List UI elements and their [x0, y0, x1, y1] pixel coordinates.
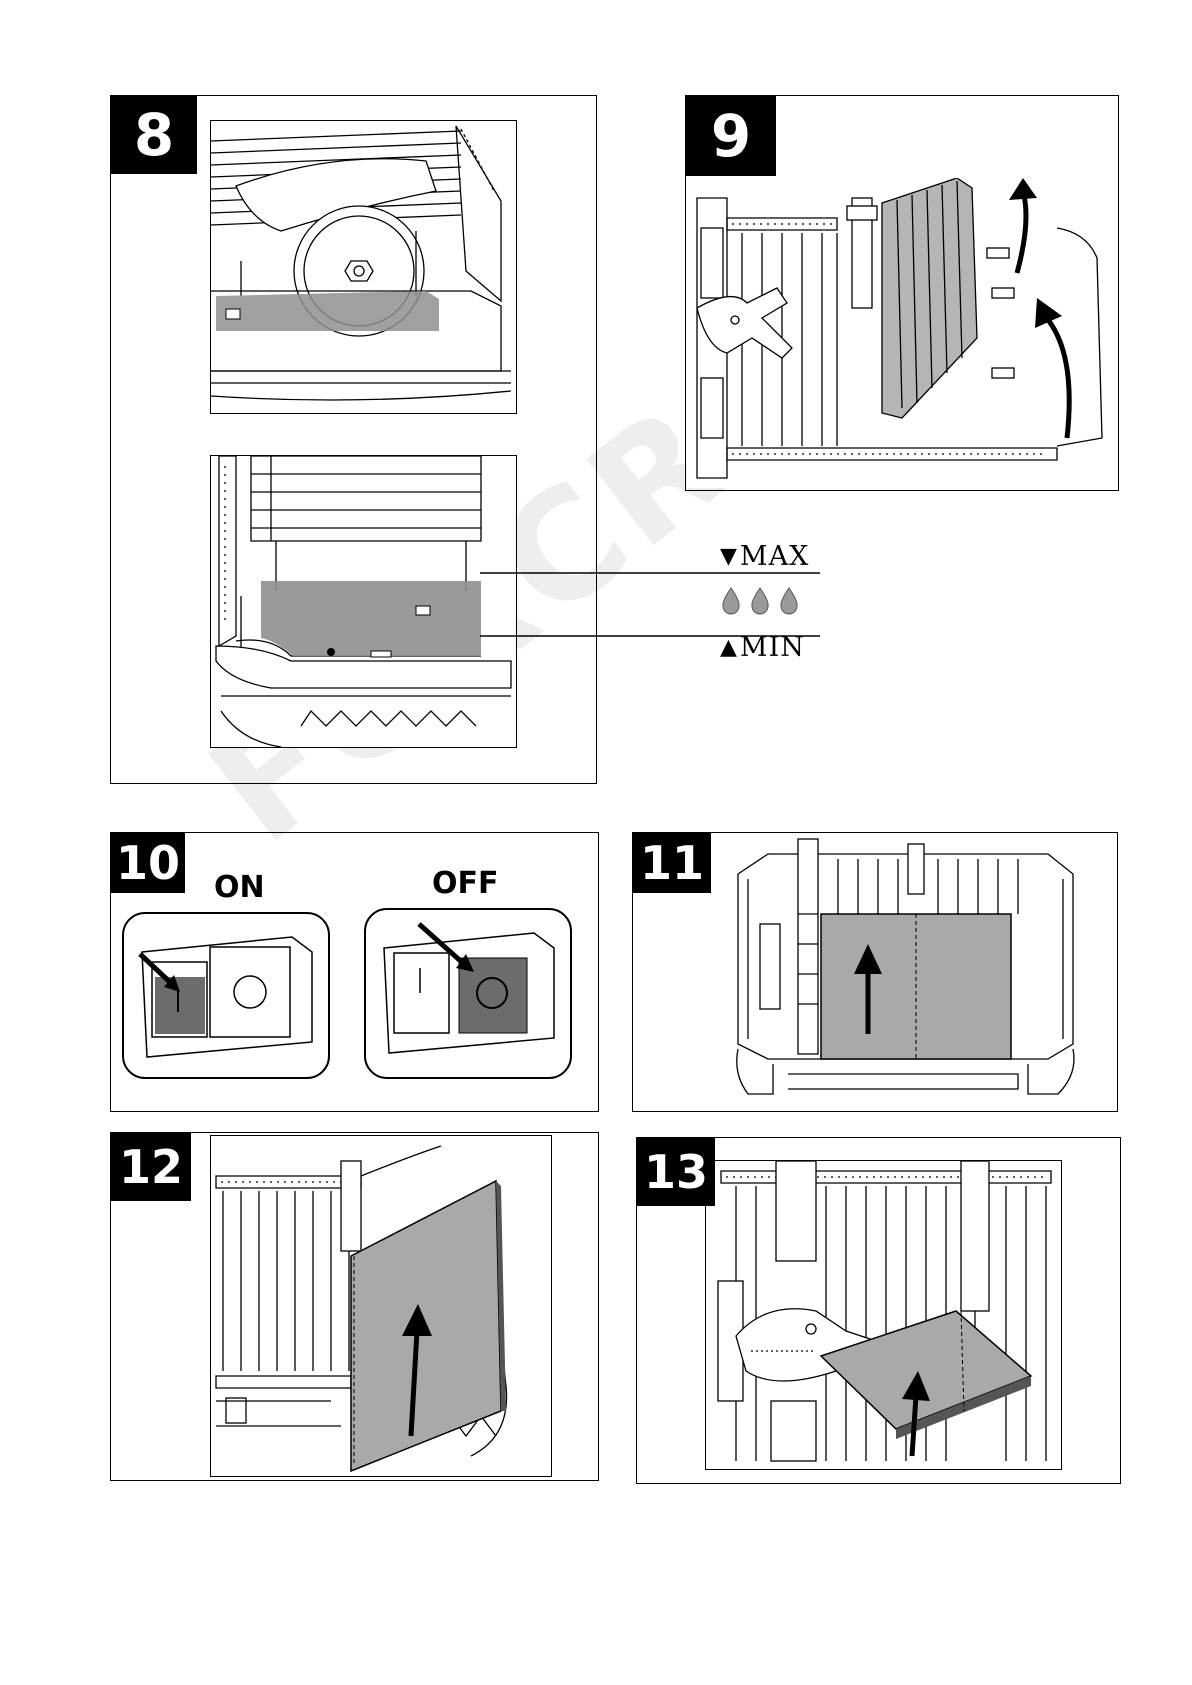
max-level-label: ▼ MAX — [720, 541, 809, 572]
step-badge-12: 12 — [111, 1133, 191, 1201]
water-drops-icon — [720, 587, 802, 615]
off-label: OFF — [432, 866, 499, 901]
bevel-cut-illustration — [210, 1135, 552, 1477]
min-level-label: ▲ MIN — [720, 632, 805, 663]
step-badge-8: 8 — [111, 96, 197, 174]
step-badge-9: 9 — [686, 96, 776, 176]
min-triangle-icon: ▲ — [720, 635, 738, 660]
water-tray-illustration — [210, 120, 517, 414]
switch-off-illustration — [364, 908, 572, 1079]
switch-on-illustration — [122, 912, 330, 1079]
straight-cut-illustration — [728, 834, 1083, 1108]
step-badge-10: 10 — [111, 833, 185, 893]
miter-cut-illustration — [705, 1160, 1062, 1470]
on-label: ON — [214, 870, 265, 905]
water-level-closeup — [210, 455, 517, 748]
max-triangle-icon: ▼ — [720, 544, 738, 569]
step-badge-11: 11 — [633, 833, 711, 893]
table-tilt-illustration — [687, 178, 1115, 488]
step-badge-13: 13 — [637, 1138, 715, 1206]
